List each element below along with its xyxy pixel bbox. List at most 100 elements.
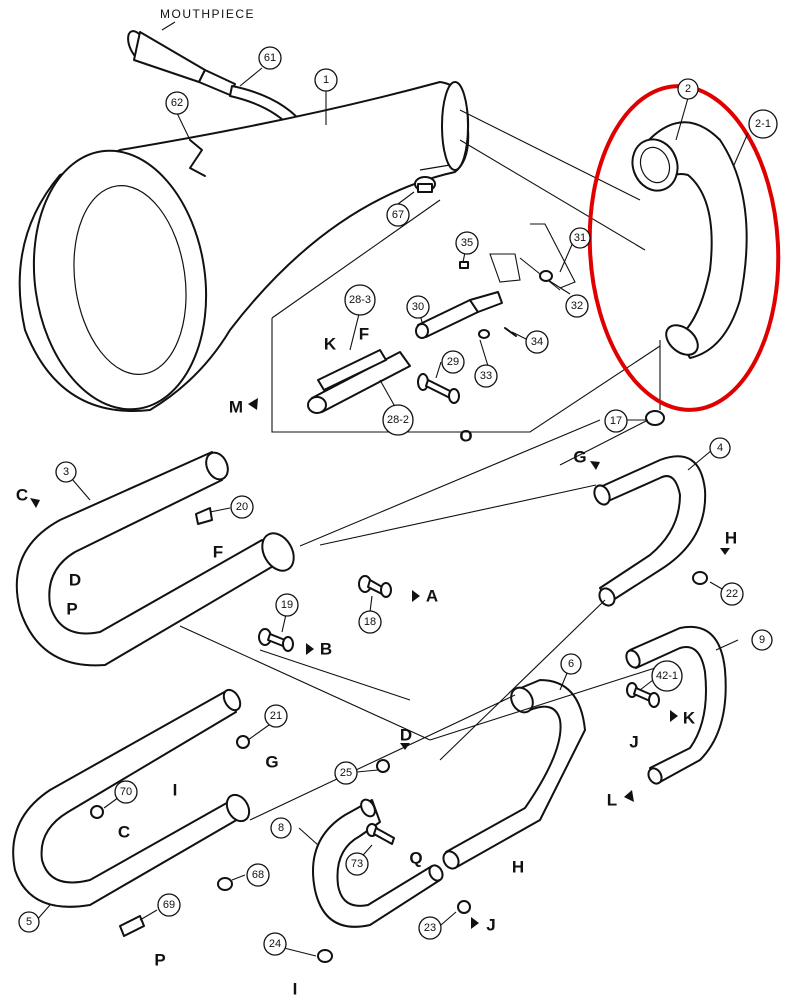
letter-arrows bbox=[30, 398, 730, 929]
callout-4: 4 bbox=[709, 437, 731, 459]
letter-K-lower: K bbox=[683, 709, 696, 728]
callout-22: 22 bbox=[720, 582, 744, 606]
svg-text:73: 73 bbox=[351, 858, 363, 870]
svg-text:2: 2 bbox=[685, 83, 691, 95]
u-tube-part-3 bbox=[15, 451, 295, 667]
callout-17: 17 bbox=[604, 409, 628, 433]
callout-9: 9 bbox=[751, 629, 773, 651]
callout-68: 68 bbox=[246, 863, 270, 887]
letter-C-upper: C bbox=[16, 486, 28, 505]
callout-33: 33 bbox=[474, 364, 498, 388]
callout-3: 3 bbox=[55, 461, 77, 483]
svg-text:42-1: 42-1 bbox=[656, 670, 678, 682]
key-62 bbox=[189, 139, 206, 177]
callout-73: 73 bbox=[345, 852, 369, 876]
letter-O: O bbox=[459, 427, 472, 446]
svg-text:24: 24 bbox=[269, 938, 281, 950]
callout-61: 61 bbox=[258, 46, 282, 70]
letter-P-lower: P bbox=[154, 951, 165, 970]
u-tube-part-5 bbox=[12, 688, 251, 908]
callout-20: 20 bbox=[230, 495, 254, 519]
callout-1: 1 bbox=[314, 68, 338, 92]
callout-5: 5 bbox=[18, 911, 40, 933]
letter-M: M bbox=[229, 398, 243, 417]
tube-part-6 bbox=[442, 679, 586, 870]
callout-28-2: 28-2 bbox=[382, 404, 414, 436]
cap-67 bbox=[414, 176, 436, 193]
svg-text:62: 62 bbox=[171, 97, 183, 109]
svg-text:69: 69 bbox=[163, 899, 175, 911]
svg-text:20: 20 bbox=[236, 501, 248, 513]
parts-31-35 bbox=[459, 223, 576, 339]
svg-text:18: 18 bbox=[364, 616, 376, 628]
callout-18: 18 bbox=[358, 610, 382, 634]
svg-text:30: 30 bbox=[412, 301, 424, 313]
svg-text:22: 22 bbox=[726, 588, 738, 600]
svg-text:31: 31 bbox=[574, 232, 586, 244]
callout-69: 69 bbox=[157, 893, 181, 917]
svg-text:68: 68 bbox=[252, 869, 264, 881]
svg-text:17: 17 bbox=[610, 415, 622, 427]
callout-23: 23 bbox=[418, 916, 442, 940]
svg-text:35: 35 bbox=[461, 237, 473, 249]
svg-text:67: 67 bbox=[392, 209, 404, 221]
svg-text:23: 23 bbox=[424, 922, 436, 934]
letter-J-upper: J bbox=[629, 733, 638, 752]
svg-text:32: 32 bbox=[571, 300, 583, 312]
callout-25: 25 bbox=[334, 761, 358, 785]
highlight-ellipse bbox=[587, 84, 781, 412]
letter-H-upper: H bbox=[725, 529, 737, 548]
callout-21: 21 bbox=[264, 704, 288, 728]
callout-8: 8 bbox=[270, 817, 292, 839]
callout-62: 62 bbox=[165, 91, 189, 115]
letter-K-upper: K bbox=[324, 335, 337, 354]
letter-G-upper: G bbox=[573, 448, 586, 467]
svg-text:6: 6 bbox=[568, 658, 574, 670]
letter-D-upper: D bbox=[69, 571, 81, 590]
letter-P-upper: P bbox=[66, 600, 77, 619]
svg-text:21: 21 bbox=[270, 710, 282, 722]
screw-29 bbox=[417, 373, 460, 404]
svg-text:1: 1 bbox=[323, 74, 329, 86]
callout-32: 32 bbox=[565, 294, 589, 318]
tube-part-9 bbox=[625, 625, 727, 785]
svg-text:3: 3 bbox=[63, 466, 69, 478]
letter-H-lower: H bbox=[512, 858, 524, 877]
letter-I-upper: I bbox=[173, 781, 178, 800]
callout-24: 24 bbox=[263, 932, 287, 956]
callout-35: 35 bbox=[455, 231, 479, 255]
callout-6: 6 bbox=[560, 653, 582, 675]
letter-Q: Q bbox=[409, 849, 422, 868]
svg-text:29: 29 bbox=[447, 356, 459, 368]
mouthpiece bbox=[127, 30, 236, 96]
cap-22 bbox=[692, 571, 708, 585]
callout-42-1: 42-1 bbox=[651, 660, 683, 692]
svg-text:19: 19 bbox=[281, 599, 293, 611]
callout-30: 30 bbox=[406, 295, 430, 319]
svg-text:9: 9 bbox=[759, 634, 765, 646]
callout-2: 2 bbox=[677, 78, 699, 100]
letter-C-lower: C bbox=[118, 823, 130, 842]
letter-D-lower: D bbox=[400, 726, 412, 745]
svg-text:5: 5 bbox=[26, 916, 32, 928]
callout-31: 31 bbox=[569, 227, 591, 249]
svg-text:28-3: 28-3 bbox=[349, 294, 371, 306]
mouthpiece-label: MOUTHPIECE bbox=[160, 7, 255, 21]
svg-text:8: 8 bbox=[278, 822, 284, 834]
svg-text:25: 25 bbox=[340, 767, 352, 779]
tube-30 bbox=[415, 291, 503, 339]
u-tube-part-4 bbox=[593, 455, 707, 607]
letter-I-lower: I bbox=[293, 980, 298, 999]
callout-2-1: 2-1 bbox=[748, 109, 778, 139]
letter-G-lower: G bbox=[265, 753, 278, 772]
callout-29: 29 bbox=[441, 350, 465, 374]
callout-19: 19 bbox=[275, 593, 299, 617]
bell-part-1 bbox=[18, 81, 470, 412]
tube-28-3 bbox=[317, 349, 387, 391]
tube-part-8 bbox=[312, 798, 444, 928]
svg-text:2-1: 2-1 bbox=[755, 118, 771, 130]
svg-text:33: 33 bbox=[480, 370, 492, 382]
connection-lines bbox=[179, 419, 656, 821]
